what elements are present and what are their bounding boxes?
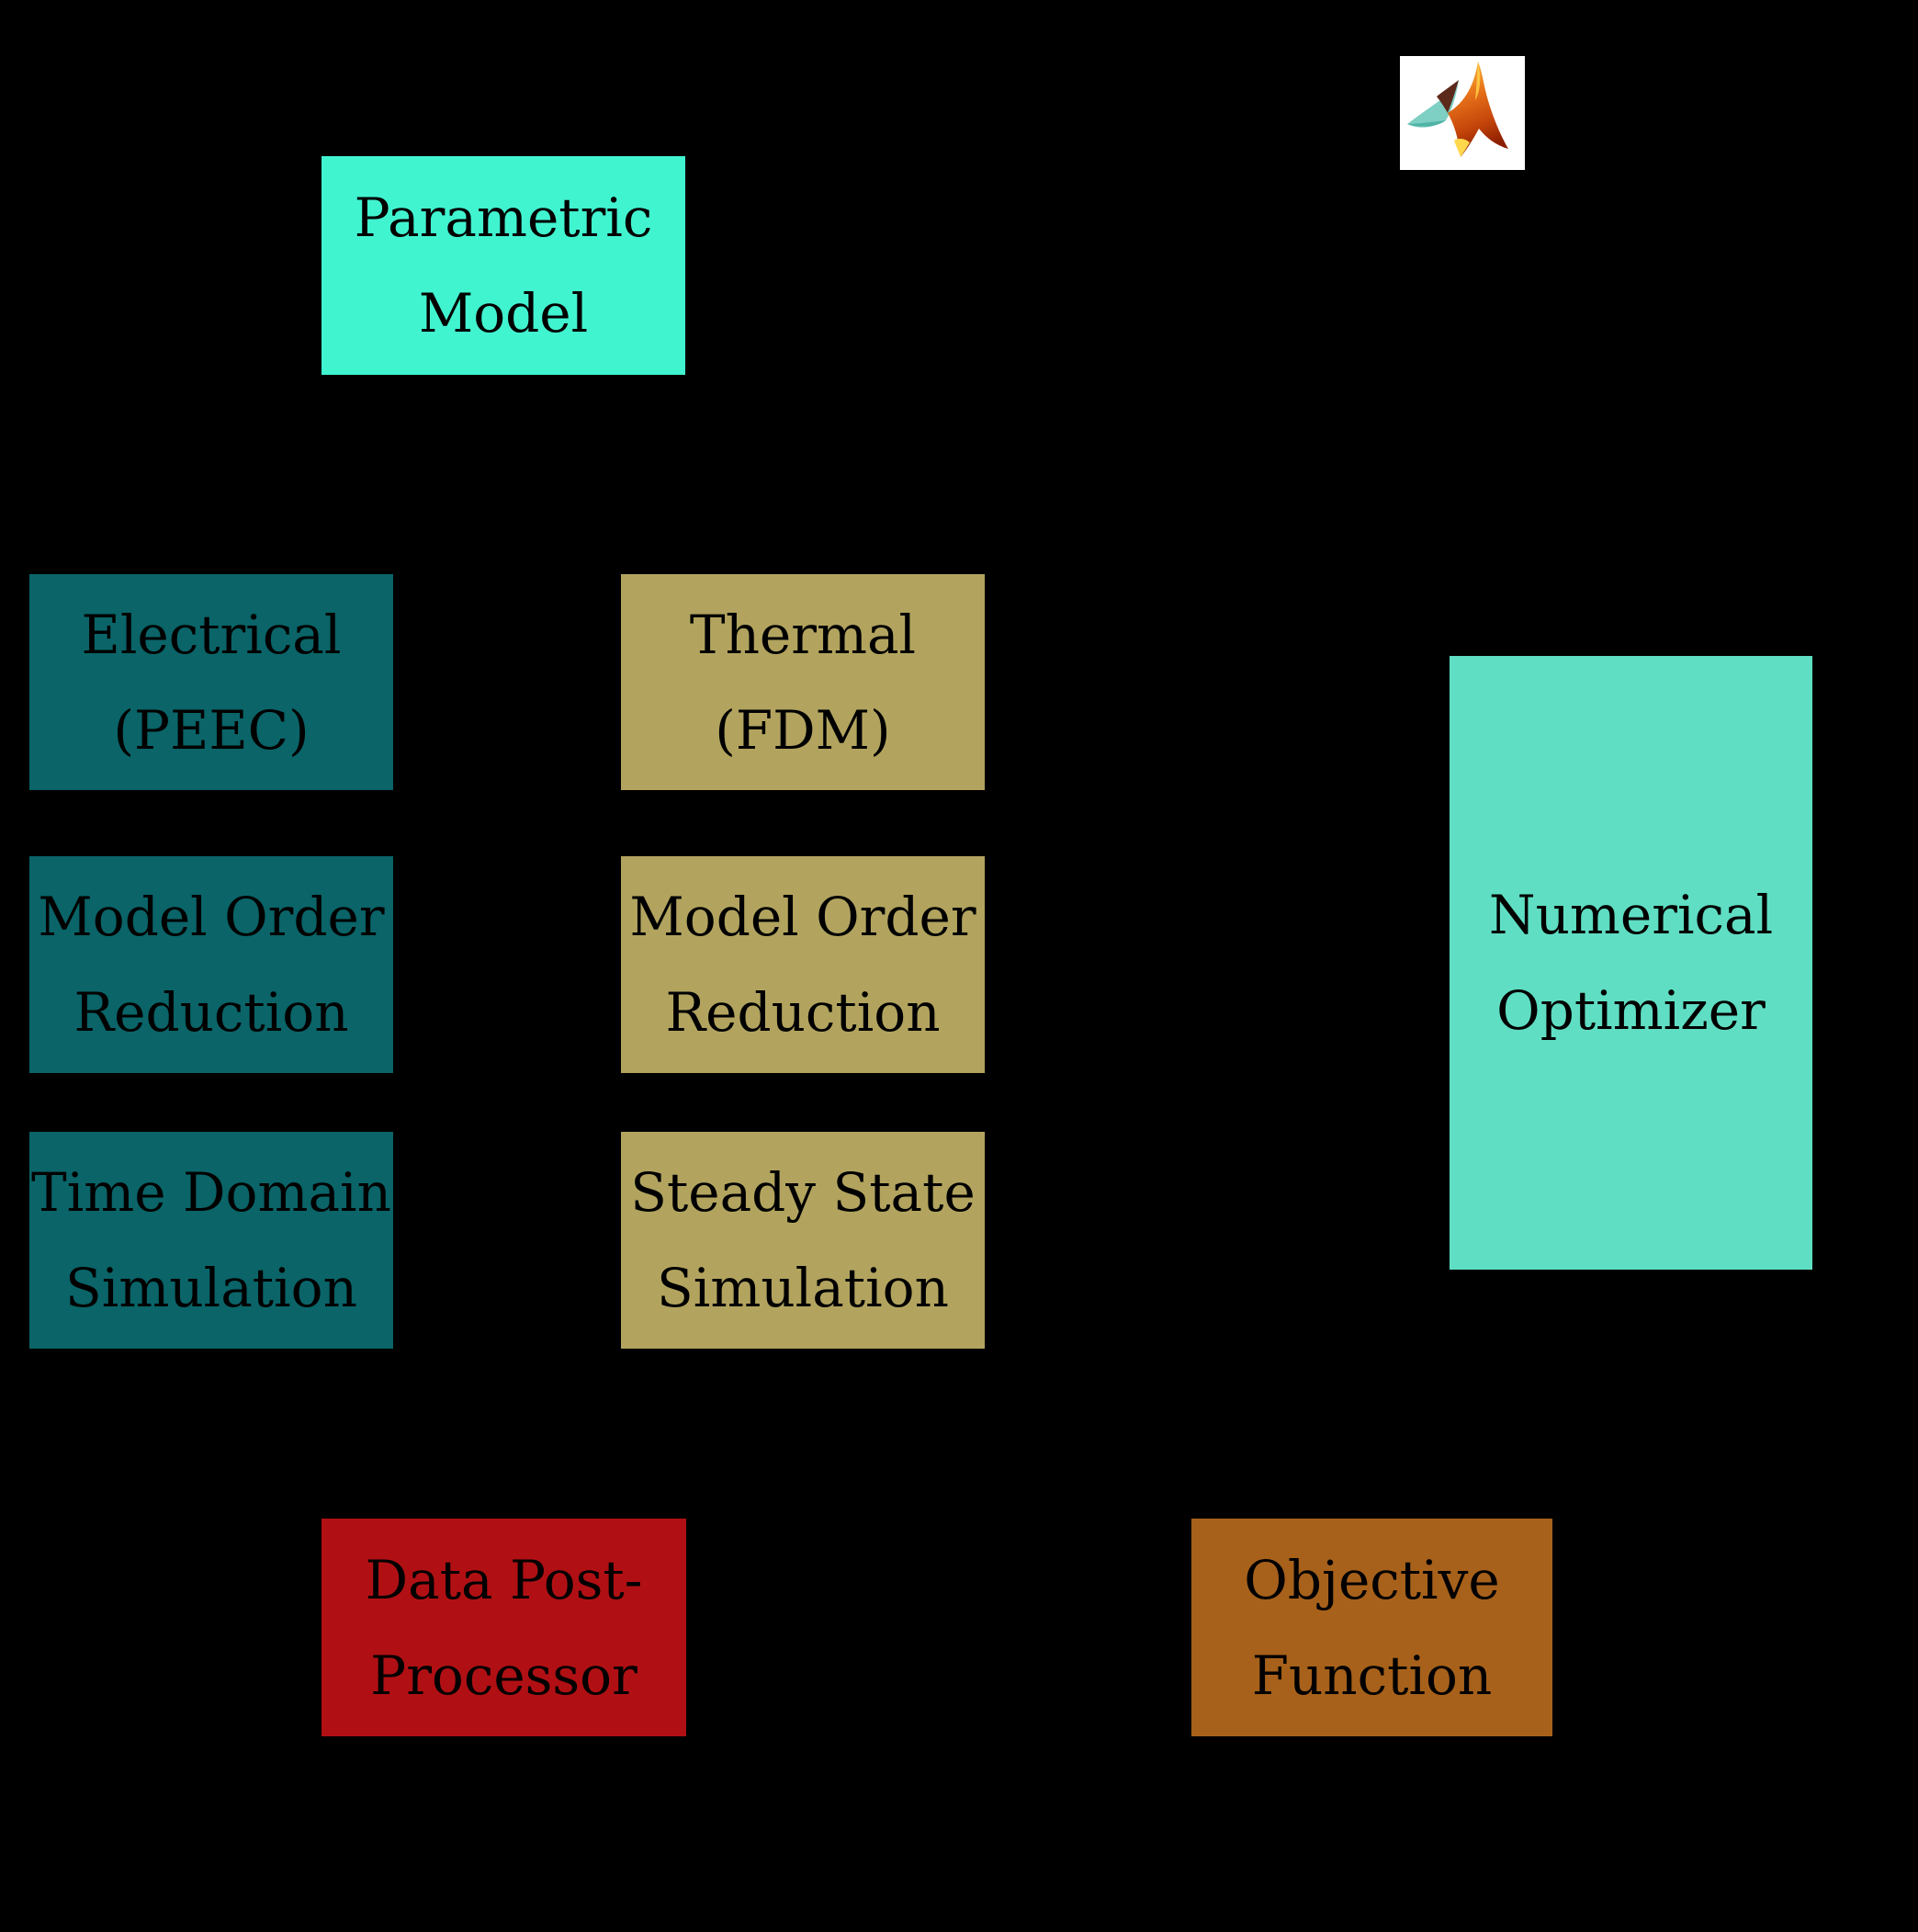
box-label-line: Electrical <box>81 603 342 666</box>
box-label-line: Numerical <box>1488 884 1774 946</box>
box-label-line: Thermal <box>689 603 917 666</box>
box-label-line: Simulation <box>65 1257 357 1319</box>
parametric-model-box: Parametric Model <box>322 156 685 375</box>
electrical-peec-box: Electrical (PEEC) <box>29 574 393 790</box>
model-order-reduction-thermal-box: Model Order Reduction <box>621 856 985 1073</box>
box-label-line: Reduction <box>665 981 941 1044</box>
box-label-line: (PEEC) <box>113 698 310 762</box>
box-label-line: (FDM) <box>715 698 891 762</box>
matlab-logo-wing-shadow-shape <box>1407 120 1446 127</box>
box-label-line: Model Order <box>38 886 385 948</box>
box-label-line: Model Order <box>629 886 976 948</box>
box-label-line: Time Domain <box>31 1161 391 1224</box>
box-label-line: Parametric <box>354 186 653 249</box>
thermal-fdm-box: Thermal (FDM) <box>621 574 985 790</box>
box-label-line: Optimizer <box>1496 979 1766 1042</box>
box-label-line: Processor <box>370 1644 637 1707</box>
matlab-logo-ridge-highlight <box>1475 62 1481 100</box>
box-label-line: Objective <box>1244 1548 1500 1611</box>
box-label-line: Function <box>1251 1644 1493 1707</box>
matlab-logo-icon <box>1400 56 1525 170</box>
box-label-line: Model <box>418 282 589 345</box>
matlab-logo-wing-shape <box>1407 80 1459 128</box>
matlab-logo <box>1400 56 1525 170</box>
model-order-reduction-electrical-box: Model Order Reduction <box>29 856 393 1073</box>
data-post-processor-box: Data Post- Processor <box>322 1519 686 1736</box>
matlab-logo-membrane-shape <box>1448 62 1508 157</box>
time-domain-simulation-box: Time Domain Simulation <box>29 1132 393 1349</box>
numerical-optimizer-box: Numerical Optimizer <box>1450 656 1812 1270</box>
matlab-logo-fold-shape <box>1437 80 1459 113</box>
box-label-line: Steady State <box>630 1161 976 1224</box>
box-label-line: Simulation <box>657 1257 949 1319</box>
box-label-line: Data Post- <box>365 1548 643 1611</box>
objective-function-box: Objective Function <box>1191 1519 1552 1736</box>
matlab-logo-glow-shape <box>1454 138 1470 157</box>
box-label-line: Reduction <box>73 981 349 1044</box>
steady-state-simulation-box: Steady State Simulation <box>621 1132 985 1349</box>
